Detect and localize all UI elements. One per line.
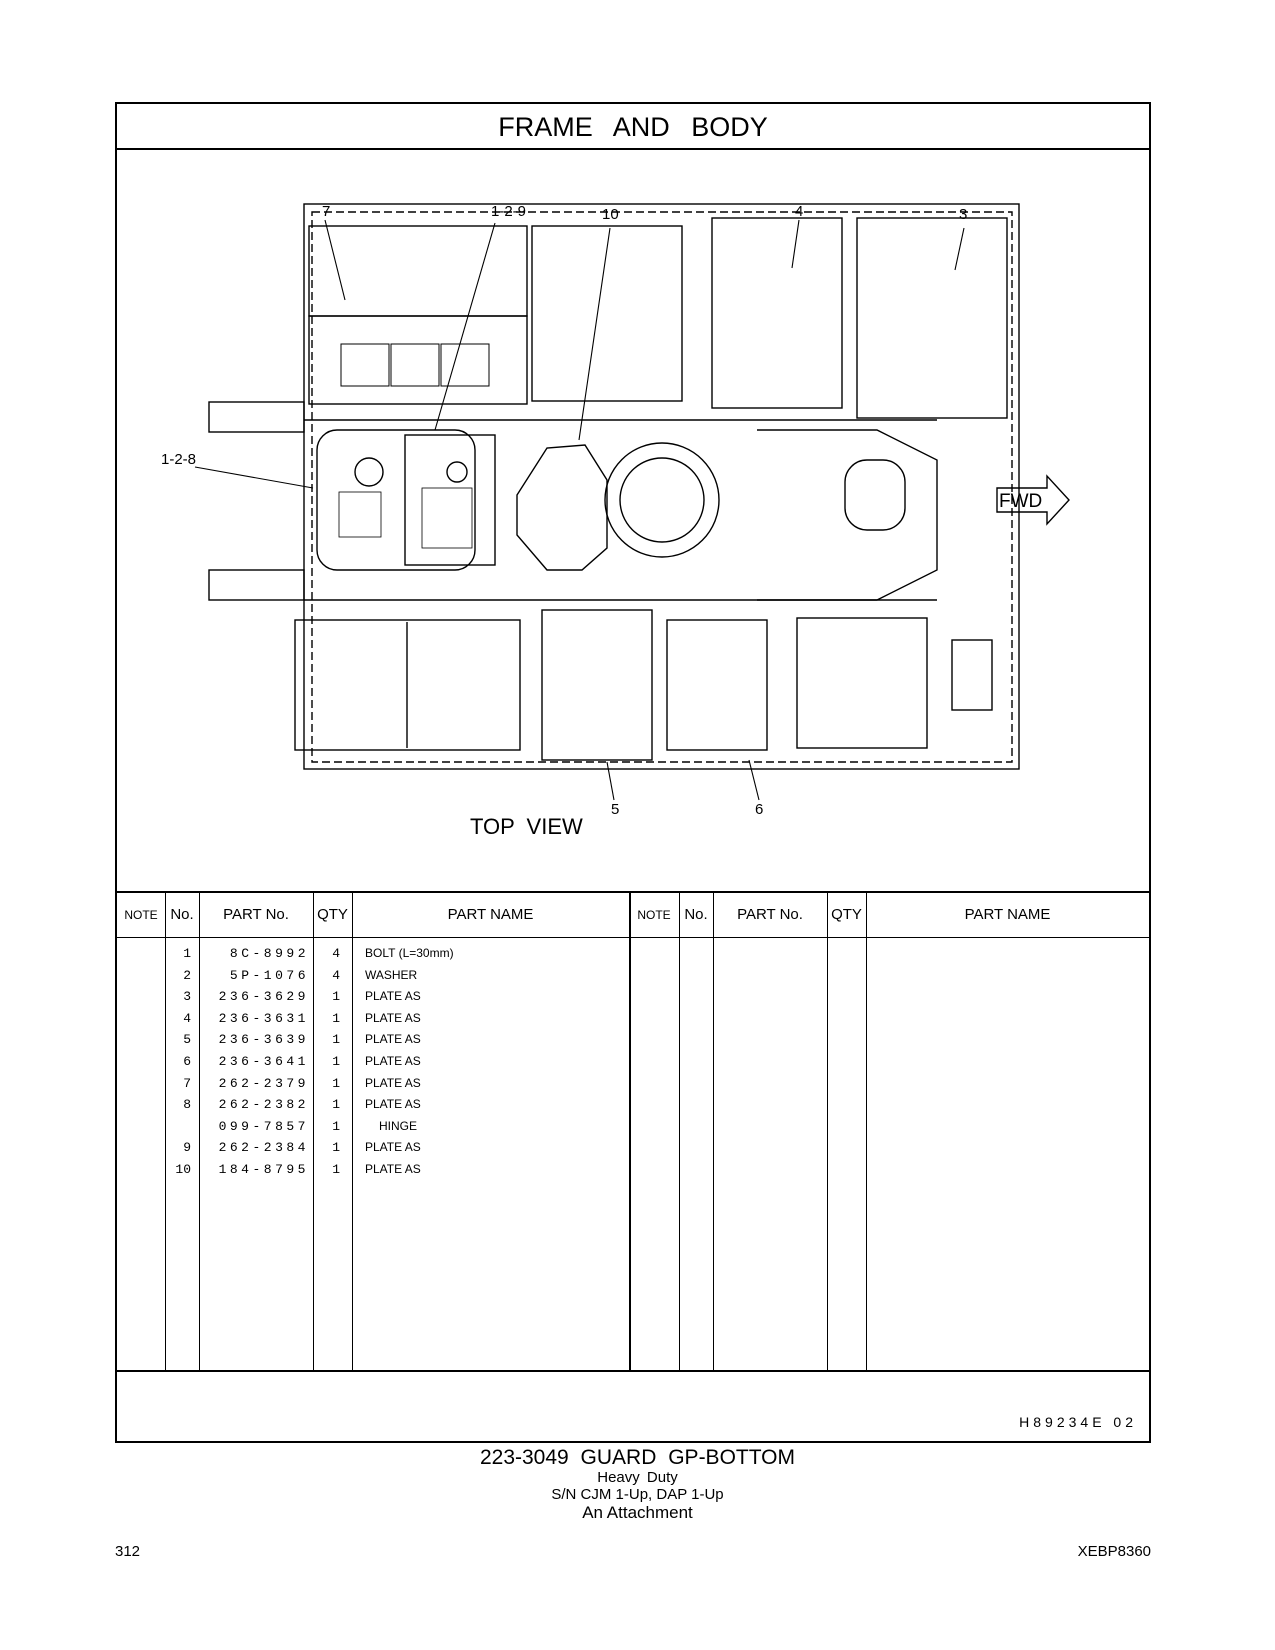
- callout-4: 4: [795, 203, 803, 220]
- frame-drawing-svg: 7 1-2-9 10 4 3 1-2-8 5 6 FWD TOP VIEW: [161, 203, 1070, 839]
- caption-sub: Heavy Duty: [597, 1469, 678, 1486]
- parts-table: NOTE No. PART No. QTY PART NAME NOTE No.…: [117, 891, 1149, 1372]
- column-divider: [352, 893, 353, 1370]
- header-part-no: PART No.: [223, 906, 289, 923]
- caption-attachment: An Attachment: [582, 1503, 693, 1522]
- header-qty: QTY: [317, 906, 348, 923]
- header-no-right: No.: [684, 906, 708, 923]
- column-divider: [199, 893, 200, 1370]
- page-number: 312: [115, 1543, 141, 1560]
- callout-3: 3: [959, 206, 967, 223]
- view-label: TOP VIEW: [470, 814, 583, 839]
- top-view-drawing: 7 1-2-9 10 4 3 1-2-8 5 6 FWD TOP VIEW: [117, 150, 1149, 892]
- column-divider: [165, 893, 166, 1370]
- callout-1-2-9: 1-2-9: [491, 203, 526, 220]
- header-part-name-right: PART NAME: [964, 906, 1051, 923]
- caption-main: 223-3049 GUARD GP-BOTTOM: [479, 1446, 796, 1469]
- caption-serial: S/N CJM 1-Up, DAP 1-Up: [551, 1486, 724, 1503]
- column-divider: [679, 893, 680, 1370]
- fwd-label: FWD: [999, 491, 1042, 512]
- column-divider: [629, 893, 631, 1370]
- doc-number: XEBP8360: [1077, 1543, 1151, 1560]
- header-note: NOTE: [124, 908, 158, 922]
- parts-sheet: FRAME AND BODY: [115, 102, 1151, 1443]
- header-qty-right: QTY: [831, 906, 862, 923]
- header-part-no-right: PART No.: [737, 906, 803, 923]
- column-divider: [713, 893, 714, 1370]
- column-divider: [866, 893, 867, 1370]
- callout-7: 7: [322, 203, 330, 220]
- column-divider: [827, 893, 828, 1370]
- callout-5: 5: [611, 801, 619, 818]
- column-divider: [313, 893, 314, 1370]
- sheet-title: FRAME AND BODY: [117, 104, 1149, 150]
- header-part-name: PART NAME: [447, 906, 534, 923]
- callout-6: 6: [755, 801, 763, 818]
- callout-10: 10: [602, 206, 619, 223]
- callout-1-2-8: 1-2-8: [161, 451, 196, 468]
- header-note-right: NOTE: [637, 908, 671, 922]
- header-no: No.: [170, 906, 194, 923]
- drawing-code: H89234E 02: [1019, 1414, 1137, 1430]
- header-divider: [117, 937, 1149, 938]
